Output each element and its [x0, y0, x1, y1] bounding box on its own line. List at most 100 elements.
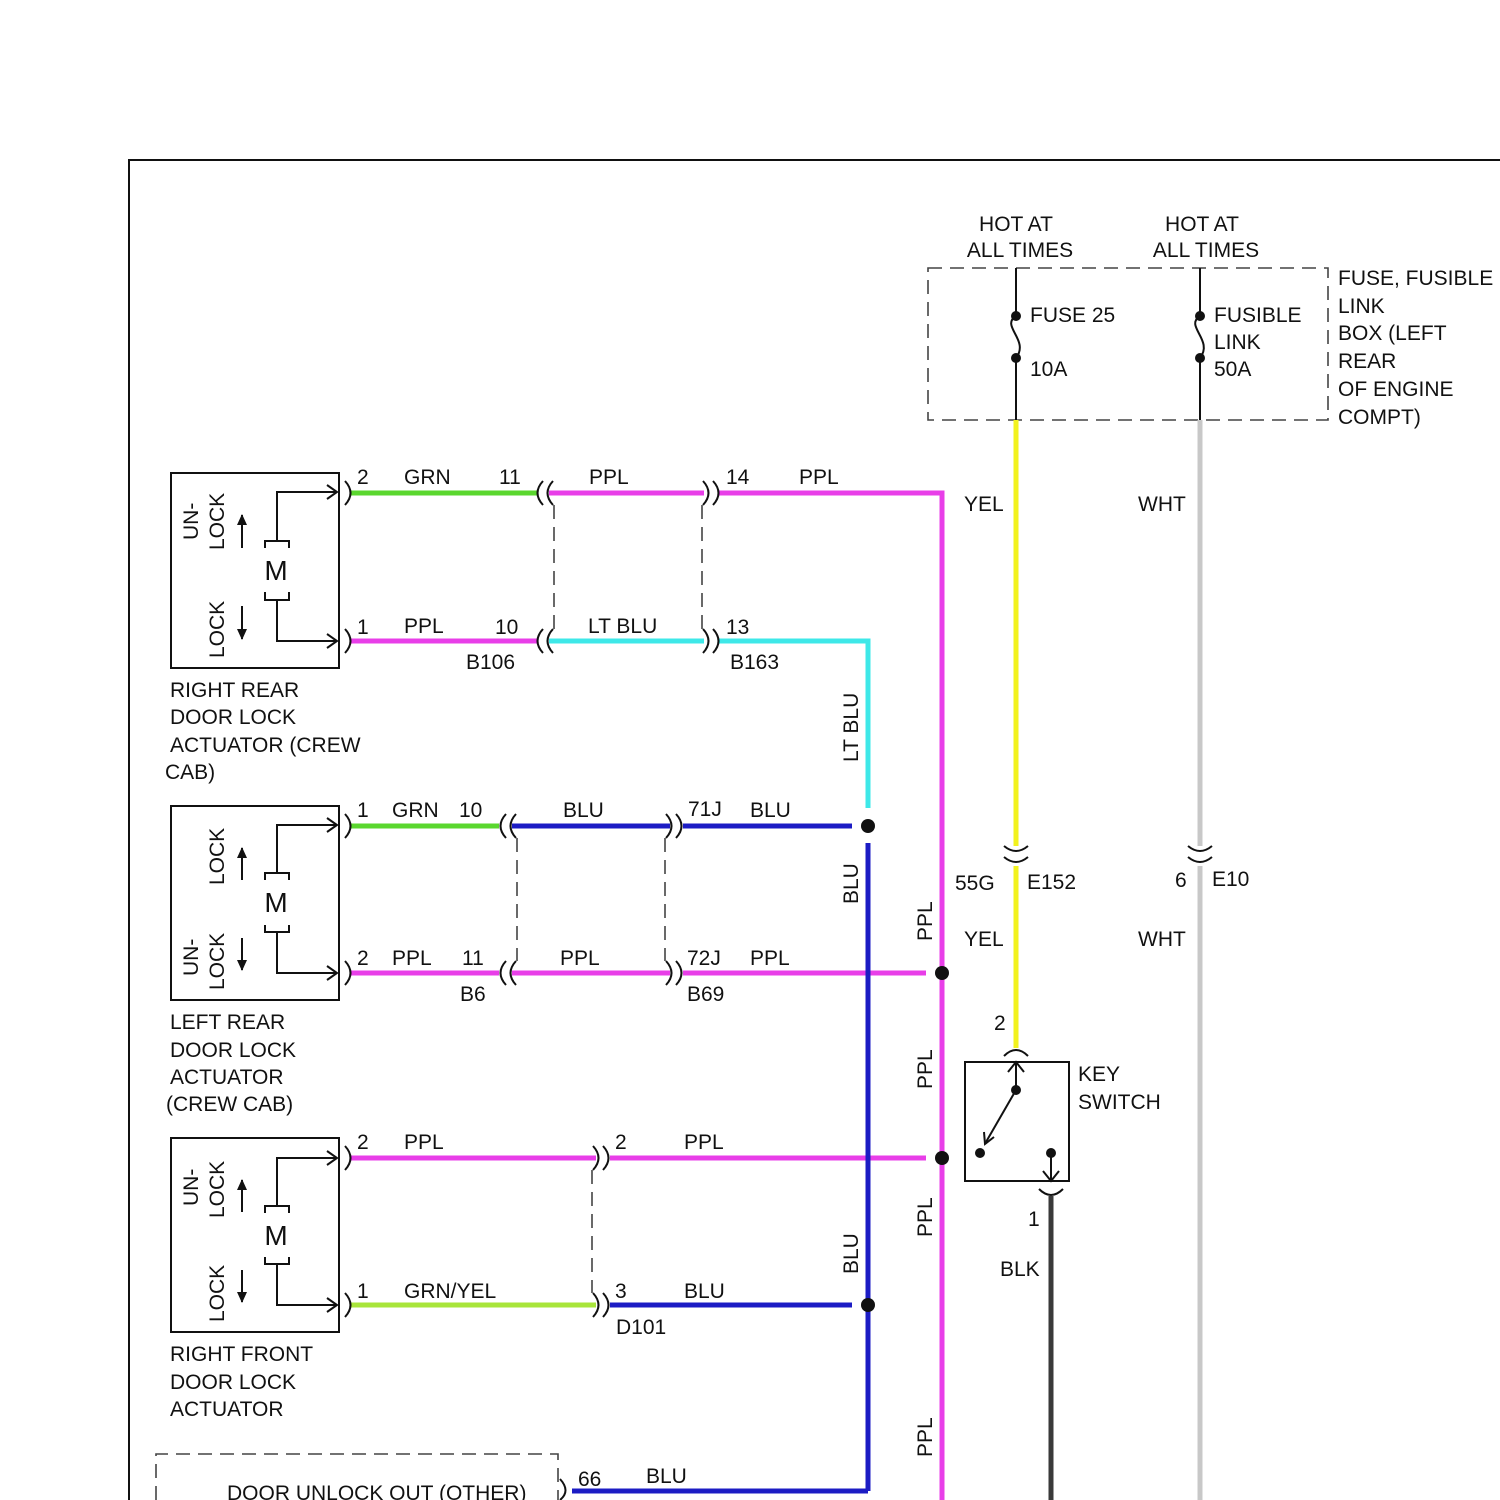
rf-bot-color-1: GRN/YEL [404, 1280, 496, 1303]
lr-top-color-3: BLU [750, 799, 791, 822]
fuse-box-label-3: BOX (LEFT [1338, 322, 1447, 345]
key-switch-top-connector [1004, 1050, 1028, 1056]
fuse25-label: FUSE 25 [1030, 304, 1115, 327]
lr-bot-pin-3: 72J [687, 947, 721, 970]
connector-e152-symbol [1004, 846, 1028, 862]
rr-top-color-1: GRN [404, 466, 451, 489]
left-rear-unlock-arrowhead [237, 960, 247, 971]
right-front-lock-arrowhead [237, 1292, 247, 1303]
left-rear-name-1: LEFT REAR [170, 1011, 285, 1034]
right-front-unlock-label-2: LOCK [206, 1161, 229, 1218]
door-unlock-label: DOOR UNLOCK OUT (OTHER) [227, 1482, 526, 1500]
key-switch-label-1: KEY [1078, 1063, 1120, 1086]
hot-at-all-times-2-line1: HOT AT [1165, 213, 1239, 236]
splice-ppl-1 [935, 966, 949, 980]
right-front-lock-label: LOCK [206, 1265, 229, 1322]
hot-at-all-times-1-line2: ALL TIMES [967, 239, 1073, 262]
rr-bot-pin-2: 10 [495, 616, 518, 639]
left-rear-actuator: LOCK UN- LOCK M LEFT REAR DOOR LOCK ACTU… [166, 806, 339, 1116]
rf-bot-pin-2: 3 [615, 1280, 627, 1303]
lr-top-color-2: BLU [563, 799, 604, 822]
right-rear-unlock-label-2: LOCK [206, 493, 229, 550]
connector-b106: B106 [466, 651, 515, 674]
connector-b6: B6 [460, 983, 486, 1006]
key-switch-contact-left [975, 1148, 985, 1158]
ppl-vertical-label-3: PPL [914, 1197, 937, 1237]
connector-e10-name: E10 [1212, 868, 1249, 891]
lr-bot-color-3: PPL [750, 947, 790, 970]
fuse-box-label-6: COMPT) [1338, 406, 1421, 429]
right-front-unlock-arrowhead [237, 1179, 247, 1190]
right-front-actuator: UN- LOCK LOCK M RIGHT FRONT DOOR LOCK AC… [170, 1138, 339, 1421]
fuse-box-label-2: LINK [1338, 295, 1385, 318]
rf-bot-color-2: BLU [684, 1280, 725, 1303]
rf-top-color-2: PPL [684, 1131, 724, 1154]
wht-label-upper: WHT [1138, 493, 1186, 516]
rf-top-color-1: PPL [404, 1131, 444, 1154]
lt-blu-vertical-label: LT BLU [840, 693, 863, 762]
right-front-unlock-label-1: UN- [180, 1169, 203, 1206]
connector-b163: B163 [730, 651, 779, 674]
door-unlock-connector [560, 1479, 566, 1500]
key-switch: 2 KEY SWITCH 1 BLK [965, 1012, 1161, 1281]
ppl-vertical-label-4: PPL [914, 1417, 937, 1457]
fuse-box-dashed-outline [928, 268, 1328, 420]
rr-bot-pin-1: 1 [357, 616, 369, 639]
right-rear-name-1: RIGHT REAR [170, 679, 299, 702]
right-front-terminal-arrows [327, 1151, 337, 1312]
left-rear-name-2: DOOR LOCK [170, 1039, 296, 1062]
rf-bot-pin-1: 1 [357, 1280, 369, 1303]
splice-blu-2 [861, 1298, 875, 1312]
lr-bot-color-1: PPL [392, 947, 432, 970]
splice-blu-1 [861, 819, 875, 833]
key-switch-blade [986, 1090, 1016, 1142]
lr-bot-pin-1: 2 [357, 947, 369, 970]
connector-d101: D101 [616, 1316, 666, 1339]
connector-b69: B69 [687, 983, 724, 1006]
lr-top-pin-1: 1 [357, 799, 369, 822]
blk-label: BLK [1000, 1258, 1040, 1281]
rr-top-color-2: PPL [589, 466, 629, 489]
fuse25-element [1011, 316, 1020, 358]
lr-top-pin-3: 71J [688, 798, 722, 821]
lr-top-color-1: GRN [392, 799, 439, 822]
right-rear-unlock-label-1: UN- [180, 503, 203, 540]
ppl-vertical-label-1: PPL [914, 901, 937, 941]
left-rear-lock-arrowhead [237, 847, 247, 858]
hot-at-all-times-2-line2: ALL TIMES [1153, 239, 1259, 262]
fuse-box-label-4: REAR [1338, 350, 1396, 373]
lr-top-pin-2: 10 [459, 799, 482, 822]
right-front-motor: M [264, 1220, 287, 1251]
lr-bot-pin-2: 11 [462, 947, 484, 970]
rr-bot-pin-3: 13 [726, 616, 749, 639]
door-unlock-pin: 66 [578, 1468, 601, 1491]
right-rear-terminal-arrows [327, 485, 337, 648]
fuse-box: HOT AT ALL TIMES HOT AT ALL TIMES FUSE 2… [928, 213, 1493, 429]
rr-top-pin-3: 14 [726, 466, 750, 489]
right-rear-lock-label: LOCK [206, 601, 229, 658]
blu-vertical-label-1: BLU [840, 863, 863, 904]
fuse25-rating: 10A [1030, 358, 1067, 381]
fusible-link-label-2: LINK [1214, 331, 1261, 354]
rr-top-color-3: PPL [799, 466, 839, 489]
lr-bot-color-2: PPL [560, 947, 600, 970]
ppl-vertical-label-2: PPL [914, 1049, 937, 1089]
rr-top-pin-2: 11 [499, 466, 521, 489]
fuse-box-label-5: OF ENGINE [1338, 378, 1454, 401]
door-unlock-wire-color: BLU [646, 1465, 687, 1488]
left-rear-name-4: (CREW CAB) [166, 1093, 293, 1116]
key-switch-bottom-connector [1039, 1189, 1063, 1195]
splice-ppl-2 [935, 1151, 949, 1165]
left-rear-unlock-label-1: UN- [180, 939, 203, 976]
fusible-link-rating: 50A [1214, 358, 1251, 381]
diagram-frame [129, 160, 1500, 1500]
key-switch-pin-top: 2 [994, 1012, 1006, 1035]
rr-bot-color-1: PPL [404, 615, 444, 638]
fuse-box-label-1: FUSE, FUSIBLE [1338, 267, 1493, 290]
yel-label-upper: YEL [964, 493, 1004, 516]
right-rear-actuator-body [171, 473, 339, 668]
right-front-name-1: RIGHT FRONT [170, 1343, 313, 1366]
wht-label-lower: WHT [1138, 928, 1186, 951]
key-switch-pin-bottom: 1 [1028, 1208, 1040, 1231]
